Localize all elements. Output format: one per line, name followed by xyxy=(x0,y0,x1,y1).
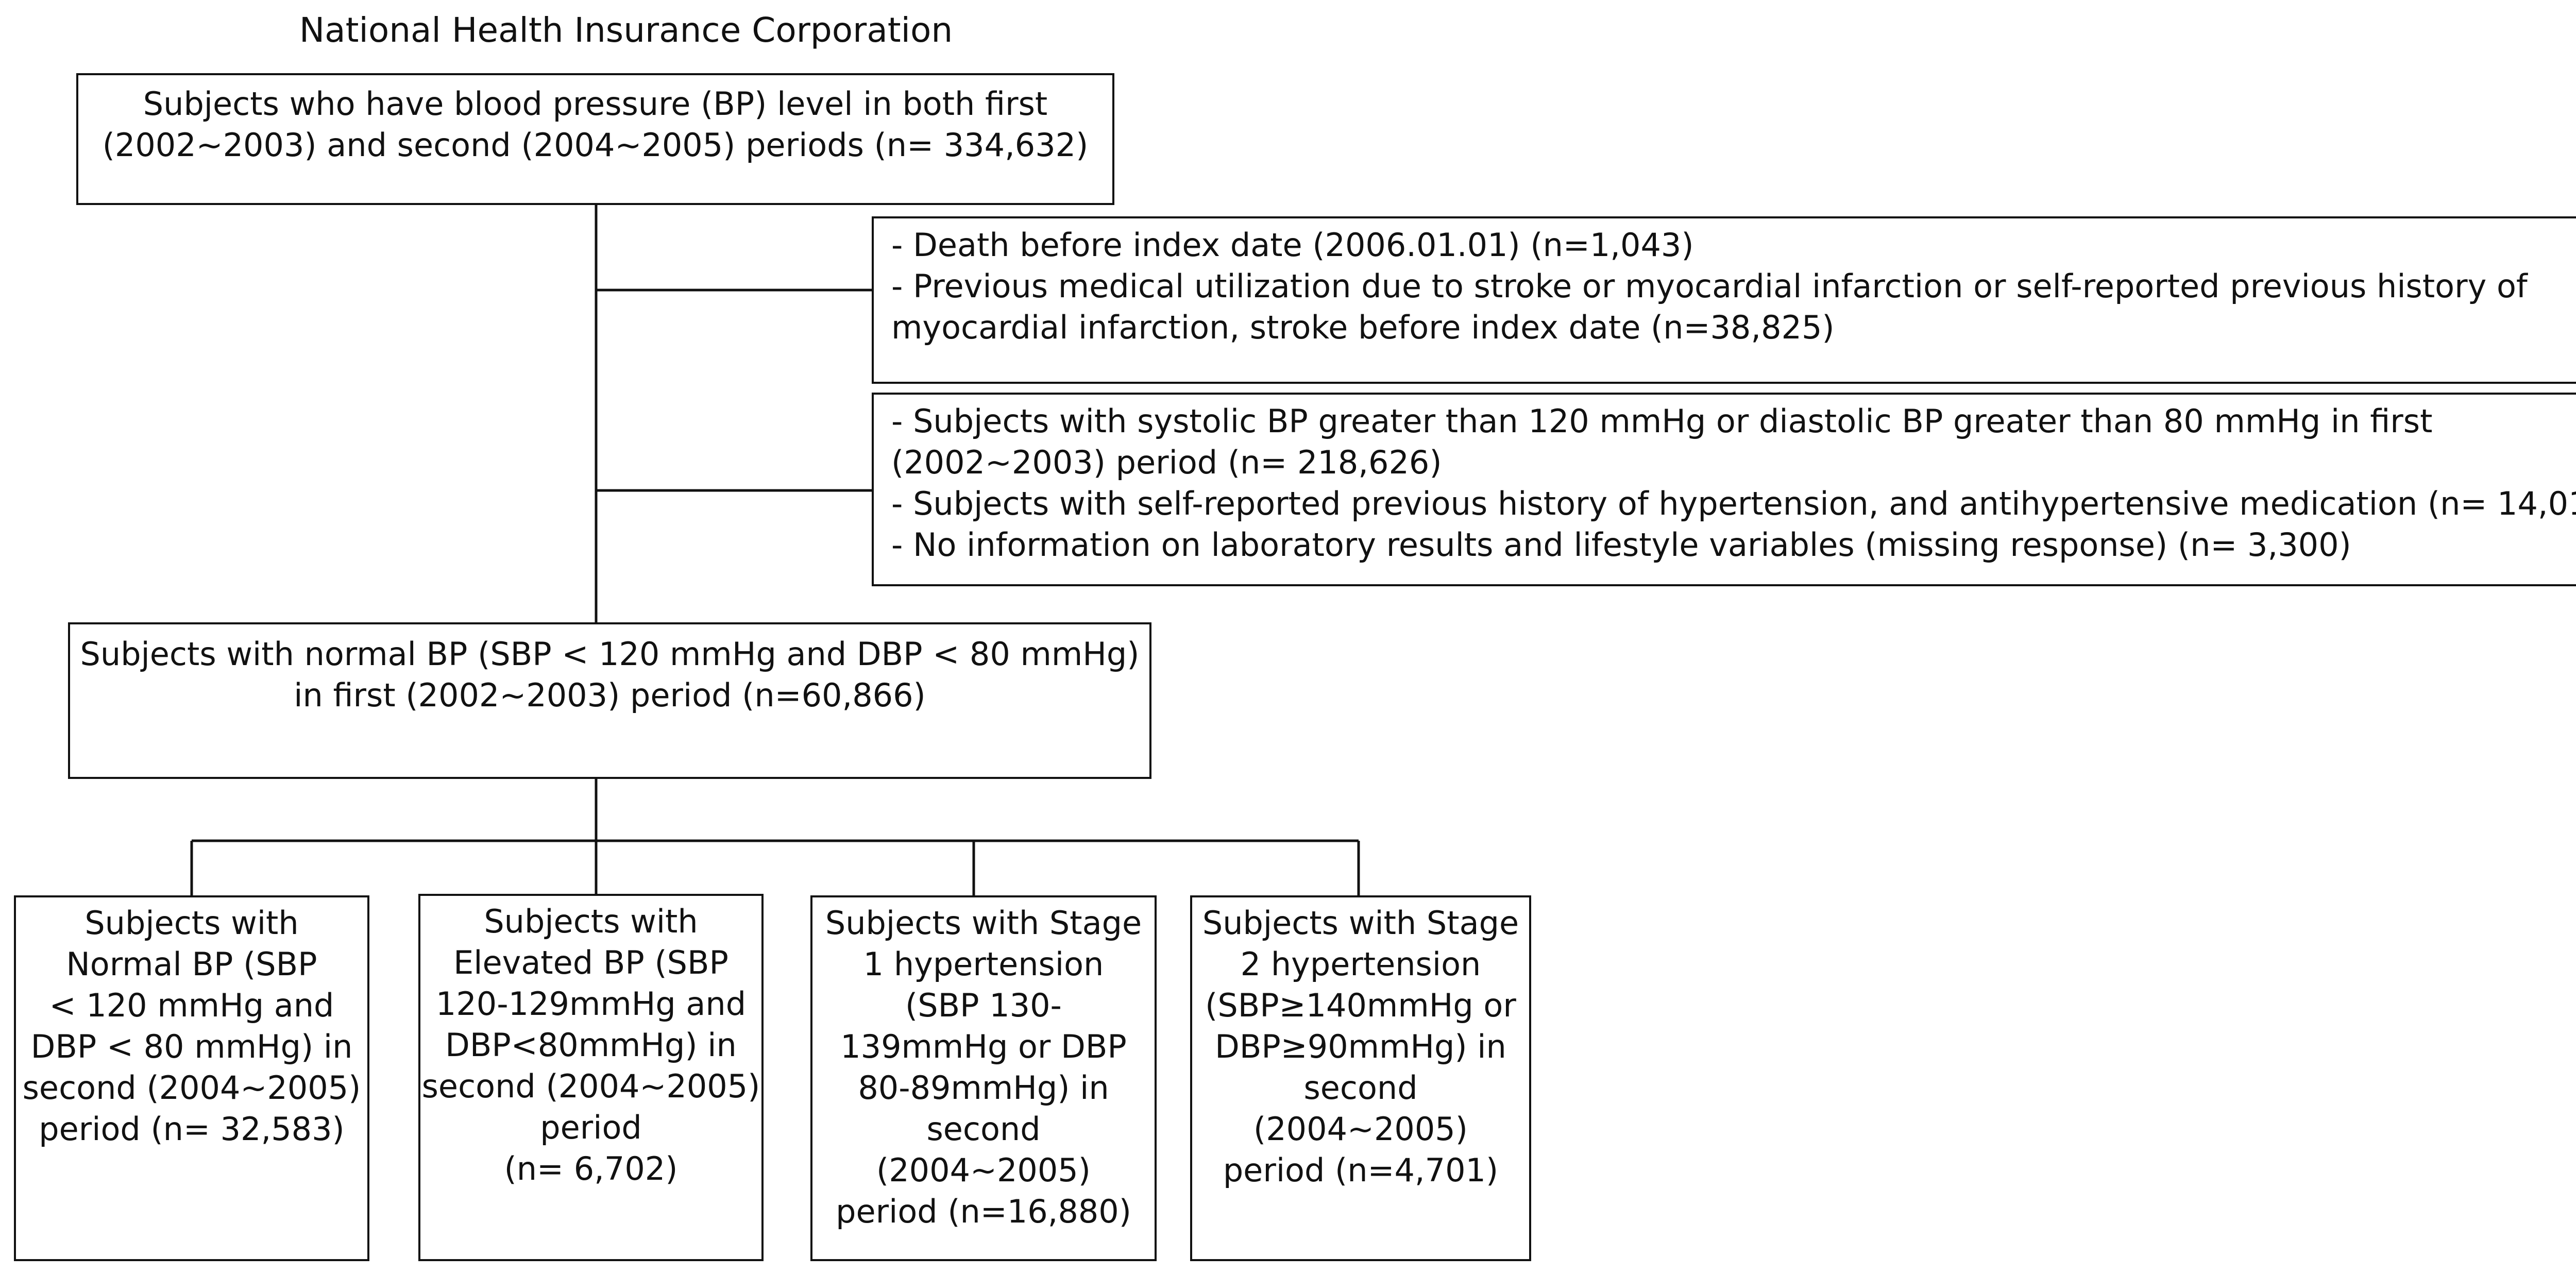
exclusion-1-line-2: - Previous medical utilization due to st… xyxy=(891,267,2528,305)
exclusion-1-line-1: - Death before index date (2006.01.01) (… xyxy=(891,226,1694,264)
exclusion-2-line-1: - Subjects with systolic BP greater than… xyxy=(891,402,2433,440)
top-box-line-2: (2002~2003) and second (2004~2005) perio… xyxy=(102,126,1089,164)
exclusion-box-1: - Death before index date (2006.01.01) (… xyxy=(872,216,2576,384)
group-2-line-7: (n= 6,702) xyxy=(504,1150,678,1187)
exclusion-2-line-3: - Subjects with self-reported previous h… xyxy=(891,485,2576,522)
exclusion-2-line-2: (2002~2003) period (n= 218,626) xyxy=(891,444,1442,481)
exclusion-1-line-3: myocardial infarction, stroke before ind… xyxy=(891,309,1835,346)
group-3-line-7: (2004~2005) xyxy=(876,1151,1091,1189)
exclusion-box-2: - Subjects with systolic BP greater than… xyxy=(872,393,2576,586)
top-box-line-1: Subjects who have blood pressure (BP) le… xyxy=(143,85,1048,123)
group-2-line-2: Elevated BP (SBP xyxy=(453,944,728,981)
group-4-line-3: (SBP≥140mmHg or xyxy=(1205,987,1516,1024)
group-box-elevated-bp: Subjects with Elevated BP (SBP 120-129mm… xyxy=(418,894,764,1261)
group-box-normal-bp: Subjects with Normal BP (SBP < 120 mmHg … xyxy=(14,895,369,1261)
group-4-line-2: 2 hypertension xyxy=(1240,945,1481,983)
group-3-line-3: (SBP 130- xyxy=(905,987,1062,1024)
group-3-line-1: Subjects with Stage xyxy=(825,904,1142,942)
group-4-line-6: (2004~2005) xyxy=(1253,1110,1468,1148)
group-2-line-3: 120-129mmHg and xyxy=(435,985,747,1023)
group-1-line-5: second (2004~2005) xyxy=(22,1069,361,1107)
group-2-line-1: Subjects with xyxy=(484,903,698,940)
group-3-line-5: 80-89mmHg) in xyxy=(858,1069,1109,1107)
normal-box-line-1: Subjects with normal BP (SBP < 120 mmHg … xyxy=(80,635,1140,673)
group-1-line-2: Normal BP (SBP xyxy=(66,945,317,983)
group-3-line-8: period (n=16,880) xyxy=(836,1193,1131,1230)
top-subjects-box: Subjects who have blood pressure (BP) le… xyxy=(76,73,1114,205)
group-1-line-1: Subjects with xyxy=(84,904,299,942)
group-1-line-3: < 120 mmHg and xyxy=(49,987,334,1024)
group-3-line-6: second xyxy=(926,1110,1041,1148)
group-2-line-5: second (2004~2005) xyxy=(421,1067,760,1105)
group-2-line-4: DBP<80mmHg) in xyxy=(445,1026,737,1064)
normal-box-line-2: in first (2002~2003) period (n=60,866) xyxy=(294,676,926,714)
normal-bp-first-period-box: Subjects with normal BP (SBP < 120 mmHg … xyxy=(68,622,1151,779)
group-4-line-7: period (n=4,701) xyxy=(1223,1151,1499,1189)
group-4-line-1: Subjects with Stage xyxy=(1202,904,1519,942)
group-1-line-6: period (n= 32,583) xyxy=(39,1110,345,1148)
group-box-stage1-hypertension: Subjects with Stage 1 hypertension (SBP … xyxy=(810,895,1157,1261)
group-4-line-5: second xyxy=(1303,1069,1418,1107)
group-3-line-2: 1 hypertension xyxy=(863,945,1104,983)
group-4-line-4: DBP≥90mmHg) in xyxy=(1215,1028,1506,1065)
group-3-line-4: 139mmHg or DBP xyxy=(840,1028,1127,1065)
group-1-line-4: DBP < 80 mmHg) in xyxy=(30,1028,353,1065)
group-2-line-6: period xyxy=(540,1109,642,1146)
diagram-title: National Health Insurance Corporation xyxy=(299,10,953,50)
group-box-stage2-hypertension: Subjects with Stage 2 hypertension (SBP≥… xyxy=(1190,895,1531,1261)
exclusion-2-line-4: - No information on laboratory results a… xyxy=(891,526,2351,564)
